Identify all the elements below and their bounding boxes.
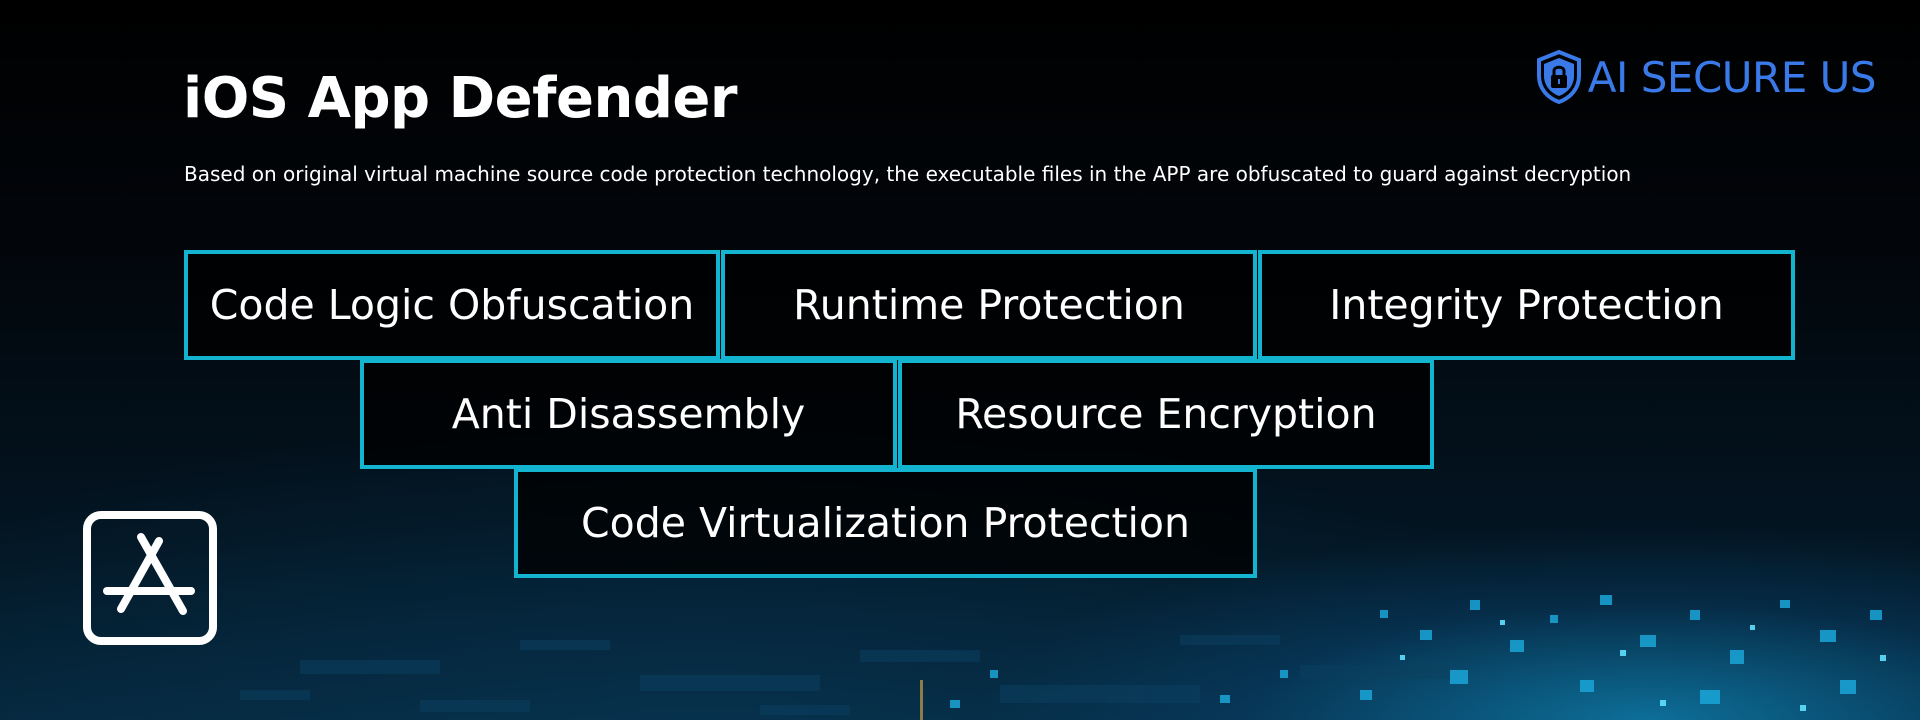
- feature-code-virtualization-protection: Code Virtualization Protection: [514, 468, 1257, 578]
- feature-runtime-protection: Runtime Protection: [721, 250, 1257, 360]
- shield-lock-icon: [1534, 48, 1584, 106]
- brand-name: AI SECURE US: [1587, 52, 1877, 102]
- feature-anti-disassembly: Anti Disassembly: [360, 359, 897, 469]
- app-store-icon: [83, 511, 217, 645]
- background-particles: [0, 540, 1920, 720]
- feature-resource-encryption: Resource Encryption: [898, 359, 1434, 469]
- page-title: iOS App Defender: [183, 66, 738, 131]
- page-subtitle: Based on original virtual machine source…: [184, 162, 1632, 186]
- feature-integrity-protection: Integrity Protection: [1258, 250, 1795, 360]
- feature-code-logic-obfuscation: Code Logic Obfuscation: [184, 250, 720, 360]
- brand-logo: AI SECURE US: [1534, 48, 1877, 106]
